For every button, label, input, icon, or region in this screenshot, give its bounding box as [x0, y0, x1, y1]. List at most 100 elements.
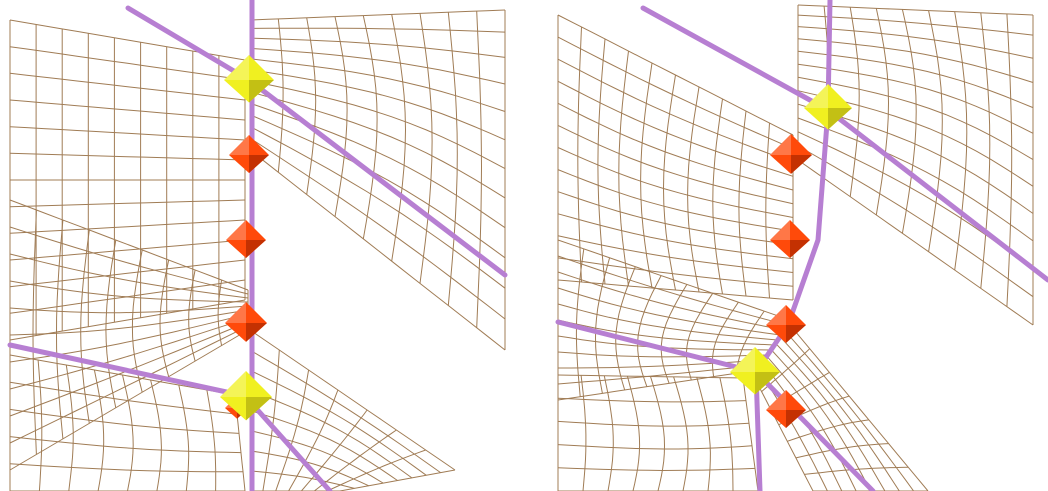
mesh-line	[249, 91, 506, 199]
mesh-line	[419, 13, 433, 284]
mesh-line	[797, 50, 1034, 109]
mesh-line	[797, 131, 1034, 270]
mesh-line	[557, 255, 787, 326]
mesh-line	[9, 354, 236, 396]
mesh-line	[9, 309, 249, 336]
mesh-line	[603, 375, 614, 491]
mesh-line	[738, 110, 747, 297]
mesh-line	[557, 239, 791, 321]
mesh-line	[277, 18, 284, 173]
mesh-line	[557, 374, 744, 379]
mesh-line	[797, 145, 1034, 298]
mesh-line	[9, 253, 249, 299]
mesh-line	[618, 50, 629, 287]
orange-node-icon	[229, 135, 269, 173]
mesh-line	[637, 275, 662, 387]
mesh-line	[557, 364, 762, 385]
mesh-line	[249, 470, 355, 489]
mesh-line	[696, 377, 711, 491]
left-mesh-grid	[9, 9, 506, 491]
mesh-line	[557, 36, 794, 150]
mesh-line	[93, 369, 105, 491]
mesh-line	[771, 349, 871, 491]
mesh-line	[9, 152, 246, 161]
mesh-line	[557, 147, 794, 218]
right-nodes	[730, 84, 852, 428]
mesh-line	[249, 27, 506, 33]
mesh-line	[577, 26, 582, 283]
mesh-line	[249, 389, 413, 479]
orange-node-icon	[226, 220, 266, 258]
mesh-line	[557, 467, 756, 472]
mesh-line	[557, 124, 794, 205]
mesh-line	[742, 377, 759, 491]
mesh-line	[797, 117, 1034, 242]
mesh-line	[9, 46, 246, 81]
mesh-line	[275, 369, 310, 491]
mesh-line	[557, 369, 759, 401]
yellow-node-icon	[224, 55, 274, 103]
mesh-line	[673, 376, 689, 491]
mesh-line	[797, 4, 1034, 16]
orange-node-icon	[770, 220, 810, 258]
mesh-line	[752, 374, 814, 491]
left-mesh-view	[7, 0, 508, 491]
panel-gutter	[520, 0, 528, 491]
panel-left	[0, 0, 520, 491]
mesh-line	[9, 226, 249, 295]
orange-node-icon	[766, 305, 806, 343]
mesh-line	[797, 159, 1034, 326]
mesh-line	[575, 248, 585, 397]
edge-line	[7, 342, 333, 491]
mesh-line	[306, 17, 317, 195]
mesh-line	[797, 26, 1034, 59]
mesh-line	[9, 381, 238, 415]
mesh-line	[557, 58, 794, 163]
mesh-line	[557, 80, 794, 177]
mesh-line	[249, 369, 427, 476]
mesh-line	[954, 11, 968, 271]
mesh-line	[557, 319, 775, 346]
mesh-line	[557, 271, 784, 331]
mesh-line	[9, 280, 249, 303]
mesh-line	[150, 379, 162, 491]
mesh-line	[557, 235, 794, 273]
mesh-line	[159, 259, 170, 377]
mesh-line	[557, 397, 747, 403]
mesh-line	[249, 329, 456, 471]
mesh-line	[901, 9, 917, 234]
mesh-line	[9, 329, 249, 471]
mesh-line	[980, 12, 991, 289]
mesh-line	[249, 69, 506, 141]
edge-line	[125, 5, 508, 278]
mesh-line	[178, 384, 190, 491]
mesh-line	[766, 355, 857, 491]
mesh-line	[557, 303, 778, 341]
mesh-line	[249, 430, 384, 484]
orange-node-icon	[770, 134, 812, 174]
mesh-line	[928, 10, 943, 252]
mesh-line	[557, 279, 794, 301]
mesh-line	[650, 376, 666, 491]
mesh-line	[9, 99, 246, 121]
mesh-line	[580, 375, 587, 491]
mesh-line	[249, 149, 506, 351]
mesh-line	[797, 76, 1034, 161]
mesh-line	[9, 436, 242, 454]
mesh-line	[626, 375, 641, 491]
mesh-line	[557, 351, 768, 358]
left-nodes	[220, 55, 274, 421]
mesh-line	[594, 257, 611, 394]
mesh-line	[797, 14, 1034, 36]
yellow-node-icon	[220, 371, 272, 421]
mesh-line	[249, 47, 506, 85]
mesh-line	[249, 410, 398, 481]
mesh-line	[9, 463, 243, 473]
mesh-line	[9, 313, 249, 363]
orange-node-icon	[766, 390, 806, 428]
mesh-line	[9, 239, 246, 261]
mesh-line	[797, 103, 1034, 214]
mesh-line	[9, 317, 249, 390]
mesh-line	[37, 359, 43, 491]
